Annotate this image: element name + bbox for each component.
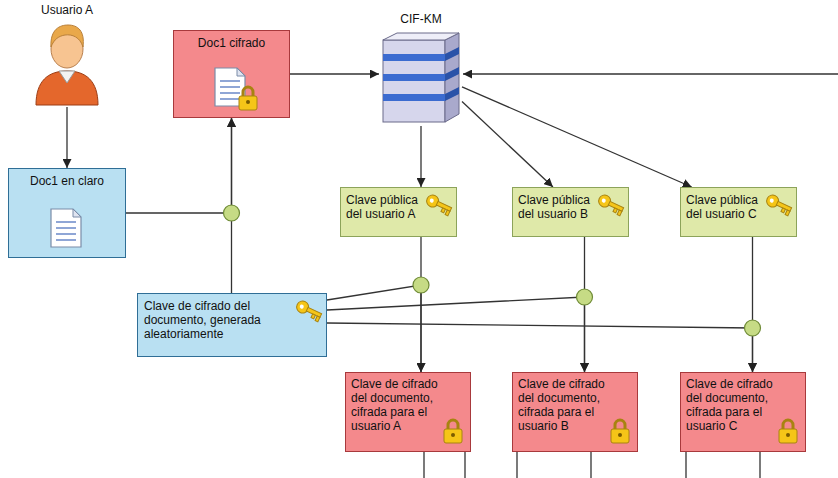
key-tooth bbox=[445, 210, 450, 216]
lock-body bbox=[239, 96, 257, 110]
document-line bbox=[56, 227, 76, 229]
node-text: Usuario A bbox=[22, 3, 112, 17]
junction-dot bbox=[413, 277, 429, 293]
document-page bbox=[51, 209, 81, 247]
key-tooth bbox=[311, 314, 315, 319]
person-icon bbox=[32, 19, 102, 107]
node-text: Clave de cifrado del documento, cifrada … bbox=[518, 377, 607, 433]
document-line bbox=[220, 98, 240, 100]
node-text: Clave de cifrado del documento, cifrada … bbox=[686, 377, 775, 433]
key-hole bbox=[299, 304, 304, 309]
connector bbox=[327, 297, 585, 372]
connector bbox=[126, 118, 232, 213]
connector bbox=[290, 73, 379, 74]
key-icon bbox=[764, 193, 794, 217]
encrypted-key-box: Clave de cifrado del documento, cifrada … bbox=[345, 372, 471, 452]
connector bbox=[462, 87, 692, 187]
document-key-box: Clave de cifrado del documento, generada… bbox=[137, 293, 327, 357]
key-icon bbox=[294, 299, 324, 323]
lock-icon bbox=[609, 417, 633, 445]
connector bbox=[327, 323, 753, 372]
node-text: Clave pública del usuario A bbox=[346, 193, 426, 221]
node-text: Clave pública del usuario C bbox=[686, 193, 766, 221]
document-line bbox=[220, 80, 240, 82]
outgoing-line bbox=[685, 452, 686, 478]
document-line bbox=[220, 92, 240, 94]
lock-body bbox=[444, 429, 462, 443]
connector bbox=[420, 126, 421, 187]
outgoing-line bbox=[590, 452, 591, 478]
lock-keyhole bbox=[451, 433, 455, 437]
document-line bbox=[56, 233, 76, 235]
key-hole bbox=[429, 198, 434, 203]
node-text: Doc1 cifrado bbox=[178, 36, 285, 50]
server-front bbox=[383, 40, 445, 122]
key-hole bbox=[769, 198, 774, 203]
document-line bbox=[56, 221, 76, 223]
key-hole bbox=[601, 198, 606, 203]
server-band bbox=[383, 94, 445, 101]
node-text: Clave pública del usuario B bbox=[518, 193, 598, 221]
outgoing-line bbox=[423, 452, 424, 478]
document-fold bbox=[237, 68, 245, 76]
key-tooth bbox=[785, 210, 790, 216]
server-band bbox=[445, 87, 459, 101]
encrypted-key-box: Clave de cifrado del documento, cifrada … bbox=[512, 372, 638, 452]
user-figure: Usuario A bbox=[22, 3, 112, 107]
public-key-box: Clave pública del usuario A bbox=[340, 187, 457, 237]
lock-icon bbox=[442, 417, 466, 445]
outgoing-line bbox=[516, 452, 517, 478]
server-band bbox=[445, 47, 459, 61]
person-collar bbox=[59, 71, 75, 83]
junction-dot bbox=[224, 205, 240, 221]
outgoing-line bbox=[464, 452, 465, 478]
connector bbox=[327, 285, 421, 372]
connector bbox=[66, 107, 67, 168]
document-line bbox=[220, 86, 240, 88]
server-top bbox=[383, 33, 459, 40]
document-line bbox=[56, 239, 76, 241]
document-icon bbox=[49, 207, 85, 251]
key-tooth bbox=[617, 210, 622, 216]
node-text: Clave de cifrado del documento, generada… bbox=[144, 299, 286, 341]
key-icon bbox=[596, 193, 626, 217]
key-tooth bbox=[315, 316, 320, 322]
lock-keyhole bbox=[786, 433, 790, 437]
server-icon bbox=[379, 28, 463, 126]
key-icon bbox=[424, 193, 454, 217]
encrypted-key-box: Clave de cifrado del documento, cifrada … bbox=[680, 372, 806, 452]
person-body bbox=[36, 71, 98, 105]
lock-icon bbox=[777, 417, 801, 445]
server-side bbox=[445, 33, 459, 122]
document-box: Doc1 en claro bbox=[8, 168, 126, 258]
connector bbox=[462, 102, 553, 188]
person-hair bbox=[51, 25, 83, 47]
node-text: Clave de cifrado del documento, cifrada … bbox=[351, 377, 440, 433]
junction-dot bbox=[577, 289, 593, 305]
incoming-line bbox=[463, 73, 838, 74]
node-text: Doc1 en claro bbox=[13, 174, 121, 188]
lock-body bbox=[611, 429, 629, 443]
encrypted-document-box: Doc1 cifrado bbox=[173, 30, 290, 118]
node-text: CIF-KM bbox=[376, 12, 466, 26]
key-tooth bbox=[781, 208, 785, 213]
junction-dot bbox=[745, 320, 761, 336]
public-key-box: Clave pública del usuario C bbox=[680, 187, 797, 237]
server-band bbox=[383, 54, 445, 61]
lock-keyhole bbox=[246, 100, 250, 104]
public-key-box: Clave pública del usuario B bbox=[512, 187, 629, 237]
encrypted-document-icon bbox=[213, 66, 263, 112]
lock-keyhole bbox=[618, 433, 622, 437]
key-server: CIF-KM bbox=[376, 12, 466, 126]
lock-body bbox=[779, 429, 797, 443]
server-band bbox=[383, 74, 445, 81]
outgoing-line bbox=[759, 452, 760, 478]
key-tooth bbox=[441, 208, 445, 213]
key-tooth bbox=[613, 208, 617, 213]
document-fold bbox=[73, 209, 81, 217]
server-band bbox=[445, 67, 459, 81]
